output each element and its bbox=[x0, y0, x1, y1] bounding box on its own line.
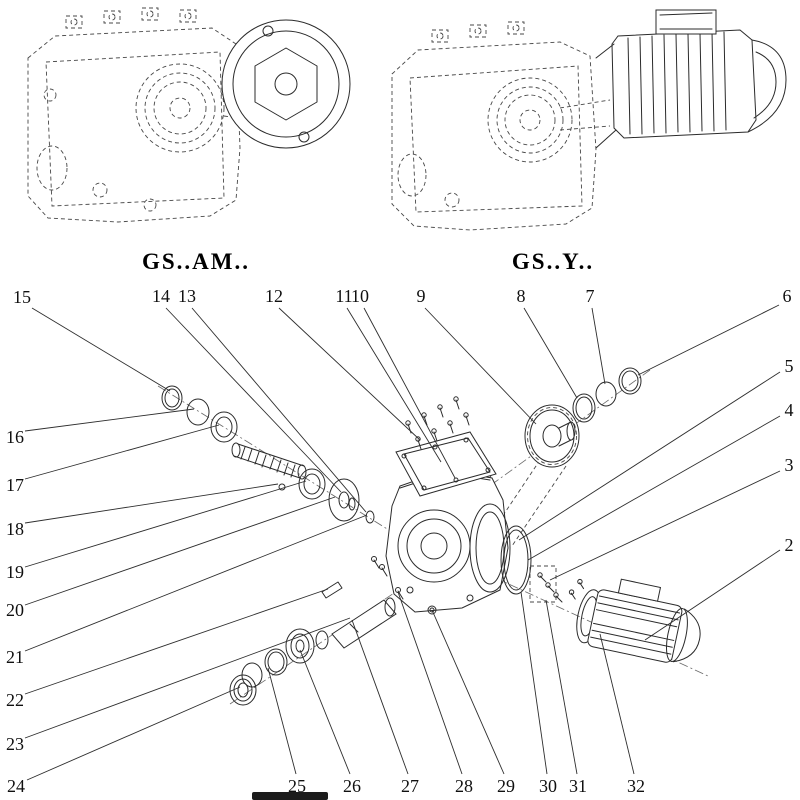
motor-assembled bbox=[595, 9, 787, 149]
leader-lines-layer bbox=[24, 304, 781, 781]
leader-line-6 bbox=[637, 304, 780, 376]
part-number-3: 3 bbox=[784, 455, 794, 475]
leader-line-13 bbox=[191, 307, 367, 513]
part-number-7: 7 bbox=[585, 286, 595, 306]
variant-label-gs-y: GS..Y.. bbox=[511, 249, 595, 274]
leader-line-9 bbox=[424, 307, 537, 425]
housing-screws bbox=[371, 556, 437, 615]
part-number-16: 16 bbox=[6, 427, 24, 447]
leader-line-28 bbox=[397, 591, 463, 775]
leader-line-29 bbox=[431, 609, 505, 775]
leader-line-23 bbox=[24, 617, 351, 739]
part-number-8: 8 bbox=[516, 286, 526, 306]
leader-line-18 bbox=[24, 483, 279, 524]
part-number-13: 13 bbox=[178, 286, 196, 306]
leader-line-16 bbox=[24, 408, 195, 432]
part-number-10: 10 bbox=[351, 286, 369, 306]
leader-line-14 bbox=[165, 307, 342, 493]
leader-line-31 bbox=[545, 599, 578, 775]
part-number-5: 5 bbox=[784, 356, 794, 376]
part-number-23: 23 bbox=[6, 734, 24, 754]
flange-seal-rings bbox=[500, 525, 563, 603]
part-number-22: 22 bbox=[6, 690, 24, 710]
output-shaft-parts bbox=[229, 581, 397, 706]
leader-line-26 bbox=[299, 649, 351, 775]
leader-line-27 bbox=[351, 619, 409, 775]
part-number-30: 30 bbox=[539, 776, 557, 796]
output-gear-parts bbox=[524, 367, 642, 468]
part-number-29: 29 bbox=[497, 776, 515, 796]
part-number-9: 9 bbox=[416, 286, 426, 306]
part-number-31: 31 bbox=[569, 776, 587, 796]
leader-line-32 bbox=[599, 633, 635, 775]
gs-am-assembled-view bbox=[27, 7, 351, 223]
leader-line-25 bbox=[267, 667, 297, 775]
part-number-15: 15 bbox=[13, 287, 31, 307]
cover-screws bbox=[405, 396, 470, 450]
part-number-18: 18 bbox=[6, 519, 24, 539]
leader-line-12 bbox=[278, 307, 421, 441]
exploded-view bbox=[157, 367, 709, 706]
leader-line-4 bbox=[527, 415, 781, 561]
part-number-2: 2 bbox=[784, 535, 794, 555]
leader-line-11 bbox=[346, 307, 442, 463]
part-number-12: 12 bbox=[265, 286, 283, 306]
gear-housing bbox=[385, 469, 511, 613]
motor-exploded bbox=[568, 578, 701, 663]
leader-line-22 bbox=[24, 588, 329, 695]
leader-line-15 bbox=[31, 307, 171, 392]
leader-line-8 bbox=[523, 307, 578, 399]
part-number-24: 24 bbox=[7, 776, 25, 796]
part-number-21: 21 bbox=[6, 647, 24, 667]
part-number-32: 32 bbox=[627, 776, 645, 796]
part-number-11: 11 bbox=[335, 286, 353, 306]
part-number-25: 25 bbox=[288, 776, 306, 796]
leader-line-20 bbox=[24, 496, 336, 606]
leader-line-17 bbox=[24, 424, 220, 480]
leader-line-30 bbox=[520, 591, 548, 775]
part-number-26: 26 bbox=[343, 776, 361, 796]
leader-line-7 bbox=[591, 307, 606, 385]
part-number-17: 17 bbox=[6, 475, 24, 495]
leader-line-10 bbox=[363, 307, 456, 479]
leader-line-19 bbox=[24, 480, 307, 568]
leader-line-21 bbox=[24, 514, 368, 652]
gs-y-assembled-view bbox=[391, 9, 787, 231]
leader-line-2 bbox=[644, 549, 781, 641]
part-number-6: 6 bbox=[782, 286, 792, 306]
leader-line-3 bbox=[549, 470, 781, 581]
part-number-14: 14 bbox=[152, 286, 170, 306]
part-number-20: 20 bbox=[6, 600, 24, 620]
output-flange bbox=[221, 19, 351, 149]
bottom-edge-mark bbox=[252, 792, 328, 800]
input-shaft-parts bbox=[161, 385, 375, 524]
part-number-28: 28 bbox=[455, 776, 473, 796]
part-number-19: 19 bbox=[6, 562, 24, 582]
part-number-27: 27 bbox=[401, 776, 419, 796]
part-number-4: 4 bbox=[784, 400, 794, 420]
leader-line-24 bbox=[26, 686, 241, 781]
leader-line-5 bbox=[518, 371, 781, 541]
variant-label-gs-am: GS..AM.. bbox=[142, 249, 250, 274]
